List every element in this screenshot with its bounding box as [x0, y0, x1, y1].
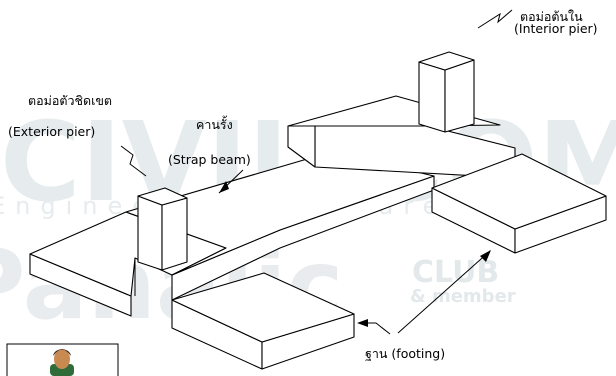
interior-pier-side [445, 60, 474, 132]
footing-label: ฐาน (footing) [365, 346, 445, 361]
strap-beam-label-en: (Strap beam) [168, 152, 251, 167]
exterior-pier-label-en: (Exterior pier) [8, 124, 95, 139]
footing-arrowhead-left [357, 319, 368, 327]
interior-pier-front [419, 62, 445, 132]
interior-pier [419, 52, 474, 132]
interior-pier-leader [478, 10, 512, 28]
exterior-pier-side [162, 198, 187, 270]
exterior-pier [138, 188, 187, 270]
watermark-line5: & member [410, 286, 516, 307]
exterior-pier-front [138, 196, 162, 270]
interior-pier-label-en: (Interior pier) [514, 21, 598, 36]
strap-beam-label-thai: คานรั้ง [196, 115, 233, 132]
exterior-pier-label-thai: ตอม่อตัวชิดเขต [28, 93, 112, 108]
author-photo [7, 344, 118, 376]
